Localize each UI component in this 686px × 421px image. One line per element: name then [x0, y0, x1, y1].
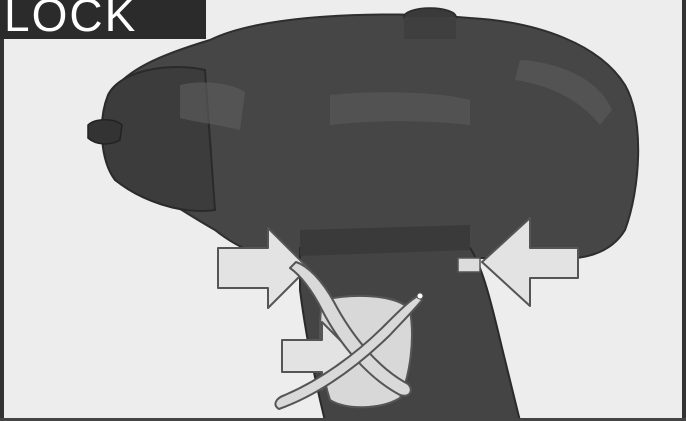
lock-label-text: LOCK: [4, 0, 137, 39]
frame-left-border: [0, 0, 4, 421]
frame-right-border: [682, 0, 686, 421]
lock-label: LOCK: [0, 0, 206, 39]
